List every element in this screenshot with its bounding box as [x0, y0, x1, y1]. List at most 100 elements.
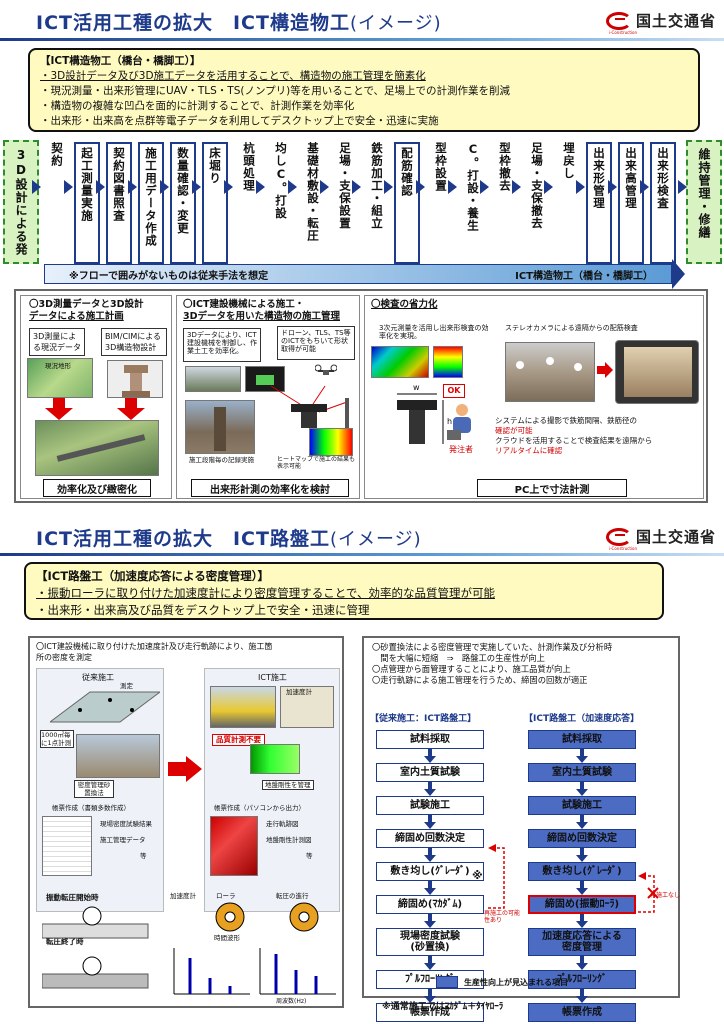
conventional-grid-diagram — [50, 691, 160, 723]
ledger-right-label: 帳票作成（パソコンから出力） — [214, 804, 305, 812]
flow-arrow-icon — [320, 180, 329, 194]
flow-end-box: 維持管理・修繕 — [686, 140, 722, 264]
slide1-title-sub: (イメージ) — [349, 13, 442, 34]
flow-node: 加速度応答による 密度管理 — [528, 928, 636, 956]
ict-machine-note: 3Dデータにより、ICT建設機械を制御し、作業土工を効率化。 — [183, 328, 261, 362]
down-arrow-icon — [424, 956, 436, 970]
flow-step: 契約図書照査 — [106, 142, 132, 264]
flow-step: C。打設・養生 — [466, 142, 480, 232]
flow-banner: ※フローで囲みがないものは従来手法を想定 ICT構造物工（橋台・橋脚工） — [44, 259, 685, 289]
flow-arrow-icon — [160, 180, 169, 194]
dim-w-label: w — [413, 383, 420, 392]
rebar-worker-photo — [505, 342, 595, 402]
down-arrow-icon — [424, 989, 436, 1003]
down-arrow-icon — [576, 989, 588, 1003]
flow-arrow-icon — [608, 180, 617, 194]
flow-step: 床堀り — [202, 142, 228, 264]
roller-intro: 〇ICT建設機械に取り付けた加速度計及び走行軌跡により、施工箇所の密度を測定 — [36, 642, 273, 662]
machine-image — [185, 366, 241, 392]
flow-step: 出来形検査 — [650, 142, 676, 264]
drone-note: ドローン、TLS、TS等のICTをもちいて形状取得が可能 — [277, 326, 355, 360]
flow-arrow-icon — [96, 180, 105, 194]
flow-arrow-icon — [678, 180, 687, 194]
drone-icon — [315, 364, 337, 375]
mlit-name-2: 国土交通省 — [636, 528, 717, 546]
benefit-list: 〇砂置換法による密度管理で実施していた、計測作業及び分析時 間を大幅に短縮 ⇒ … — [372, 642, 613, 685]
flow-node: 帳票作成 — [528, 1003, 636, 1022]
mlit-name: 国土交通省 — [636, 12, 717, 30]
survey-arrows — [45, 398, 145, 420]
panel-inspection-footer: PC上で寸法計測 — [477, 479, 627, 497]
panel-survey: 〇3D測量データと3D設計データによる施工計画 3D測量による現況データ BIM… — [20, 295, 172, 499]
mlit-emblem-icon: i-Construction — [606, 11, 637, 35]
mlit-emblem-icon-2: i-Construction — [606, 527, 637, 551]
summary-line-1: ・3D設計データ及び3D施工データを活用することで、構造物の施工管理を簡素化 — [40, 70, 426, 82]
flow-arrow-icon — [480, 180, 489, 194]
title-divider-2 — [0, 553, 724, 556]
accel2-label: 加速度計 — [170, 892, 196, 900]
flow-arrow-icon — [32, 180, 41, 194]
flow-node: 敷き均し(ｸﾞﾚｰﾀﾞ) — [528, 862, 636, 881]
slide2-title: ICT活用工種の拡大 ICT路盤工(イメージ) — [36, 524, 422, 551]
conventional-label: 従来施工 — [82, 673, 114, 682]
flow-start-box: 3D設計による発注 — [3, 140, 39, 264]
conventional-site-photo — [76, 734, 160, 778]
flow-arrow-icon — [288, 180, 297, 194]
measure-diagram — [397, 393, 444, 444]
roller-photo — [210, 686, 276, 728]
panel-inspection: 〇検査の省力化 3次元測量を活用し出来形検査の効率化を実現。 ステレオカメラによ… — [364, 295, 704, 499]
summary-line-3: ・構造物の複雑な凹凸を面的に計測することで、計測作業を効率化 — [40, 100, 355, 112]
quality-note: 品質計測不要 — [212, 734, 265, 746]
down-arrow-icon — [424, 914, 436, 928]
slide2-title-sub: (イメージ) — [329, 529, 422, 550]
roller-drum-icon — [215, 902, 319, 932]
logo-sub-text: i-Construction — [609, 29, 638, 35]
summary-heading: 【ICT構造物工（橋台・橋脚工）】 — [40, 55, 201, 67]
heatmap-caption: ヒートマップで施工の結果も表示可能 — [277, 456, 356, 470]
flow-arrow-icon — [352, 180, 361, 194]
down-arrow-icon — [576, 782, 588, 796]
down-arrow-icon — [424, 881, 436, 895]
flow-arrow-icon — [192, 180, 201, 194]
flow-step: 数量確認・変更 — [170, 142, 196, 264]
doc-left-list: 現場密度試験結果施工管理データ等 — [100, 820, 152, 860]
survey-box: 3D測量による現況データ — [29, 328, 85, 356]
flow-node: 室内土質試験 — [528, 763, 636, 782]
summary-box-2: 【ICT路盤工（加速度応答による密度管理）】 ・振動ローラに取り付けた加速度計に… — [24, 562, 664, 620]
panel-construction: 〇ICT建設機械による施工・3Dデータを用いた構造物の施工管理 3Dデータにより… — [176, 295, 360, 499]
ok-bubble: OK — [443, 384, 465, 398]
x-mark: ※ — [472, 869, 483, 882]
flow-arrow-icon — [544, 180, 553, 194]
panel-construction-title: 〇ICT建設機械による施工・3Dデータを用いた構造物の施工管理 — [183, 299, 340, 322]
bim-model-image — [107, 360, 163, 398]
rework-right-label: 再施工なし — [650, 892, 681, 899]
flow-node: 現場密度試験 (砂置換) — [376, 928, 484, 956]
down-arrow-icon — [576, 749, 588, 763]
flow-node: 試料採取 — [528, 730, 636, 749]
density-label: 密度管理砂置換法 — [74, 780, 114, 798]
down-arrow-icon — [576, 956, 588, 970]
system-text: システムによる撮影で鉄筋間隔、鉄筋径の確認が可能 クラウドを活用することで検査結… — [495, 416, 653, 455]
end-label: 転圧終了時 — [46, 937, 84, 946]
flow-node: 締固め回数決定 — [528, 829, 636, 848]
summary2-line-1: ・振動ローラに取り付けた加速度計により密度管理することで、効率的な品質管理が可能 — [36, 586, 495, 600]
direction-label: 転圧の進行 — [276, 892, 309, 900]
heatmap-strip — [433, 346, 463, 378]
flow-node: 締固め(振動ﾛｰﾗ) — [528, 895, 636, 914]
banner-label: ICT構造物工（橋台・橋脚工） — [515, 270, 653, 282]
down-arrow-icon — [424, 782, 436, 796]
flow-arrow-icon — [384, 180, 393, 194]
heatmap-image — [309, 428, 353, 456]
flow-node: 締固め(ﾏｶﾀﾞﾑ) — [376, 895, 484, 914]
col-right-title: 【ICT路盤工（加速度応答】 — [524, 714, 640, 724]
terrain-caption: 現況地形 — [45, 362, 71, 370]
flow-arrow-icon — [512, 180, 521, 194]
flow-step: 配筋確認 — [394, 142, 420, 264]
summary2-line-2: ・出来形・出来高及び品質をデスクトップ上で安全・迅速に管理 — [36, 603, 370, 617]
compaction-diagram — [42, 906, 149, 989]
legend-swatch — [436, 976, 458, 988]
down-arrow-icon — [576, 914, 588, 928]
rework-arrow-right — [638, 872, 659, 913]
banner-note: ※フローで囲みがないものは従来手法を想定 — [69, 270, 269, 282]
doc-right-list: 走行軌跡図地盤剛性計測図等 — [266, 820, 313, 860]
